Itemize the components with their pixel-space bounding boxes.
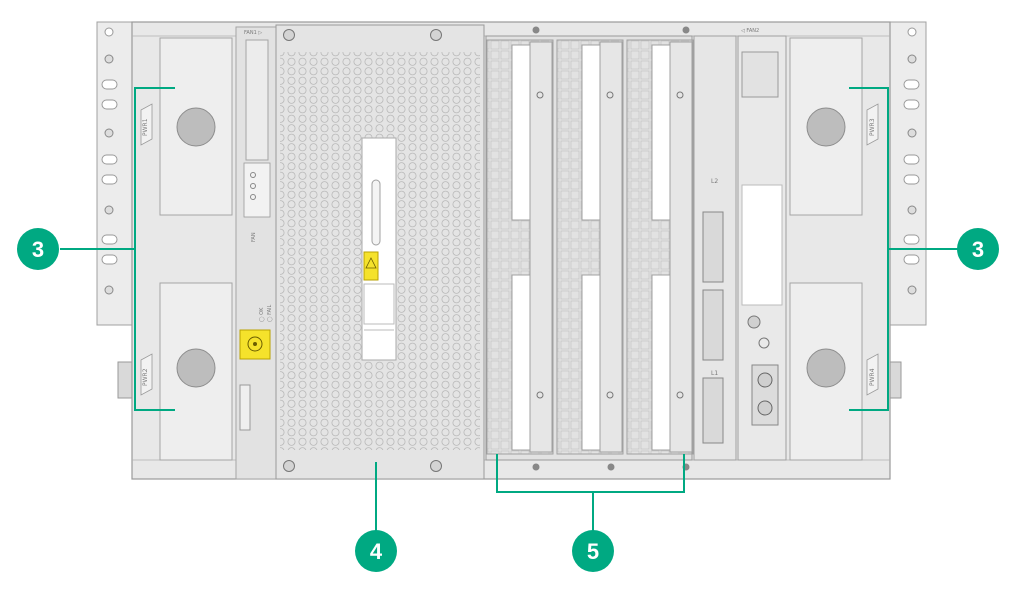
fan-ok-led: ◯ OK — [259, 307, 265, 322]
screw-icon — [283, 29, 295, 41]
screw-icon — [283, 460, 295, 472]
callout-brackets — [60, 87, 958, 533]
fan-status-panel: FAN1 ▷ FAN ◯ OK ◯ FAIL — [235, 26, 277, 480]
right-mounting-ear — [889, 21, 927, 326]
callout-left-3-label: 3 — [32, 237, 44, 262]
psu-slot-pwr4: PWR4 — [789, 282, 879, 461]
line-card-2 — [556, 39, 624, 455]
fan1-label: FAN1 ▷ — [244, 30, 262, 36]
pwr2-label: PWR2 — [142, 368, 149, 386]
callout-left-3: 3 — [17, 228, 59, 270]
pwr1-label: PWR1 — [142, 118, 149, 136]
caution-triangle-icon — [363, 251, 379, 281]
l2-label: L2 — [711, 178, 718, 185]
fan2-label: ◁ FAN2 — [741, 28, 759, 34]
psu-slot-pwr2: PWR2 — [140, 282, 233, 461]
callout-bottom-4-label: 4 — [370, 539, 383, 564]
power-input-module: L2 L1 ◁ FAN2 — [693, 28, 787, 461]
fan-fail-led: ◯ FAIL — [267, 305, 273, 322]
callout-right-3-label: 3 — [972, 237, 984, 262]
fan-tray — [275, 24, 485, 480]
ground-symbol-icon — [758, 337, 770, 349]
l1-label: L1 — [711, 370, 718, 377]
pwr4-label: PWR4 — [869, 368, 876, 386]
callout-bottom-5: 5 — [572, 530, 614, 572]
callout-bottom-5-label: 5 — [587, 539, 599, 564]
screw-icon — [430, 460, 442, 472]
left-mounting-ear — [96, 21, 134, 326]
psu-slot-pwr3: PWR3 — [789, 37, 879, 216]
screw-icon — [430, 29, 442, 41]
line-card-1 — [486, 39, 554, 455]
pwr3-label: PWR3 — [869, 118, 876, 136]
psu-slot-pwr1: PWR1 — [140, 37, 233, 216]
callout-right-3: 3 — [957, 228, 999, 270]
line-card-3 — [626, 39, 694, 455]
callout-bottom-4: 4 — [355, 530, 397, 572]
fan-status-title: FAN — [251, 232, 257, 242]
